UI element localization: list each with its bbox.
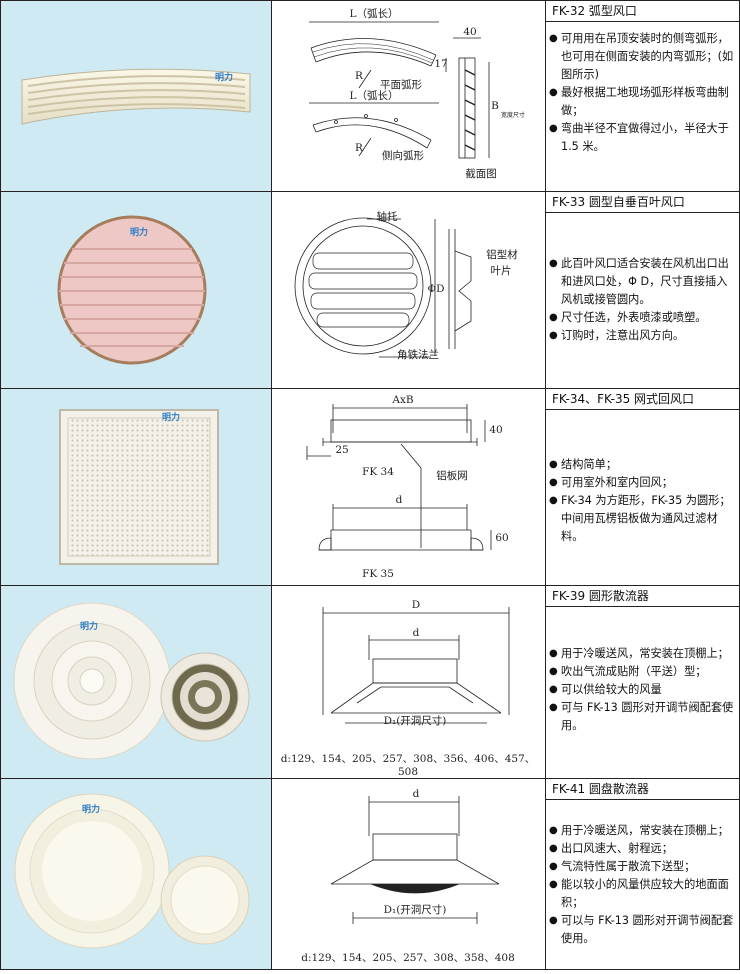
bullet-list: 可用用在吊顶安装时的侧弯弧形，也可用在侧面安装的内弯弧形；(如图所示) 最好根据… [549, 30, 737, 156]
bullet-item: 订购时，注意出风方向。 [549, 327, 737, 345]
bullet-list: 用于冷暖送风，常安装在顶棚上； 吹出气流成贴附（平送）型； 可以供给较大的风量 … [549, 645, 737, 735]
bullet-item: 可用室外和室内回风； [549, 474, 737, 492]
brand-logo: 明力 [80, 622, 99, 632]
product-title: FK-34、FK-35 网式回风口 [545, 388, 740, 410]
product-title: FK-33 圆型自垂百叶风口 [545, 191, 740, 213]
description-fk34-35: FK-34、FK-35 网式回风口 结构简单； 可用室外和室内回风； FK-34… [545, 388, 740, 585]
description-fk39: FK-39 圆形散流器 用于冷暖送风，常安装在顶棚上； 吹出气流成贴附（平送）型… [545, 585, 740, 778]
product-title: FK-39 圆形散流器 [545, 585, 740, 607]
label-blade: 叶片 [490, 265, 512, 277]
product-title: FK-41 圆盘散流器 [545, 778, 740, 800]
round-diffuser-drawing [322, 607, 510, 724]
brand-logo: 明力 [215, 73, 234, 83]
label-fk34: FK 34 [362, 466, 394, 478]
bullet-item: 弯曲半径不宜做得过小，半径大于 1.5 米。 [549, 120, 737, 156]
mesh-grille-drawing [306, 404, 492, 551]
label-axb: AxB [392, 394, 414, 406]
label-d: d [412, 788, 420, 800]
label-dim-40: 40 [463, 26, 477, 38]
technical-drawing-fk39: D d D₁(开洞尺寸) d:129、154、205、257、308、356、4… [271, 585, 545, 778]
product-photo-fk39: 明力 [0, 585, 271, 778]
disc-diffuser-drawing [330, 796, 500, 924]
label-side-arc: 侧向弧形 [382, 150, 424, 162]
bullet-list: 用于冷暖送风，常安装在顶棚上； 出口风速大、射程远； 气流特性属于散流下送型； … [549, 822, 737, 948]
bullet-item: 用于冷暖送风，常安装在顶棚上； [549, 822, 737, 840]
bullet-item: 用于冷暖送风，常安装在顶棚上； [549, 645, 737, 663]
label-b-note: 宽度尺寸 [500, 112, 525, 119]
bullet-item: 能以较小的风量供应较大的地面面积； [549, 876, 737, 912]
bullet-item: FK-34 为方距形，FK-35 为圆形；中间用瓦楞铝板做为通风过滤材料。 [549, 492, 737, 546]
label-dim-60: 60 [495, 532, 509, 544]
bullet-item: 尺寸任选，外表喷漆或喷塑。 [549, 309, 737, 327]
product-photo-fk34: 明力 [0, 388, 271, 585]
product-row-fk41: 明力 d D₁(开洞尺寸) d:129、154、205、257、308、358、… [0, 778, 740, 970]
bullet-item: 出口风速大、射程远； [549, 840, 737, 858]
description-fk33: FK-33 圆型自垂百叶风口 此百叶风口适合安装在风机出口出和进风口处，Φ D，… [545, 191, 740, 388]
product-photo-fk32: 明力 [0, 0, 271, 191]
label-d1: D₁(开洞尺寸) [383, 904, 447, 916]
label-d: d [395, 494, 403, 506]
bullet-item: 气流特性属于散流下送型； [549, 858, 737, 876]
brand-logo: 明力 [82, 805, 101, 815]
product-title: FK-32 弧型风口 [545, 0, 740, 22]
label-d1: D₁(开洞尺寸) [383, 715, 447, 727]
size-list: d:129、154、205、257、308、358、408 [301, 952, 515, 964]
bullet-list: 结构简单； 可用室外和室内回风； FK-34 为方距形，FK-35 为圆形；中间… [549, 456, 737, 546]
label-angle-flange: 角铁法兰 [397, 349, 439, 361]
technical-drawing-fk33: 轴托 铝型材 叶片 ΦD 角铁法兰 [271, 191, 545, 388]
description-fk32: FK-32 弧型风口 可用用在吊顶安装时的侧弯弧形，也可用在侧面安装的内弯弧形；… [545, 0, 740, 191]
bullet-item: 结构简单； [549, 456, 737, 474]
description-fk41: FK-41 圆盘散流器 用于冷暖送风，常安装在顶棚上； 出口风速大、射程远； 气… [545, 778, 740, 970]
bullet-item: 可以与 FK-13 圆形对开调节阀配套使用。 [549, 912, 737, 948]
bullet-list: 此百叶风口适合安装在风机出口出和进风口处，Φ D，尺寸直接插入风机或接管圆内。 … [549, 255, 737, 345]
label-section: 截面图 [465, 168, 497, 180]
product-photo-fk41: 明力 [0, 778, 271, 970]
technical-drawing-fk34-35: AxB 40 25 FK 34 铝板网 d 60 FK 35 [271, 388, 545, 585]
label-aluminum-profile: 铝型材 [486, 249, 518, 261]
bullet-item: 可用用在吊顶安装时的侧弯弧形，也可用在侧面安装的内弯弧形；(如图所示) [549, 30, 737, 84]
label-dim-17: 17 [434, 58, 448, 70]
label-dim-40: 40 [489, 424, 503, 436]
product-row-fk39: 明力 D d D₁(开洞尺寸) d:129、154、205、257、308、35… [0, 585, 740, 778]
arc-grille-photo [21, 68, 251, 125]
brand-logo: 明力 [130, 228, 149, 238]
size-list: d:129、154、205、257、308、356、406、457、508 [280, 753, 536, 778]
product-row-fk33: 明力 轴托 铝型材 叶片 [0, 191, 740, 388]
label-arc-length-bottom: L（弧长） [349, 90, 399, 102]
label-dim-25: 25 [335, 444, 349, 456]
label-diameter: ΦD [427, 283, 445, 295]
bullet-item: 可与 FK-13 圆形对开调节阀配套使用。 [549, 699, 737, 735]
round-louver-photo [57, 215, 207, 365]
product-photo-fk33: 明力 [0, 191, 271, 388]
bullet-item: 此百叶风口适合安装在风机出口出和进风口处，Φ D，尺寸直接插入风机或接管圆内。 [549, 255, 737, 309]
round-diffuser-photo [13, 602, 250, 760]
bullet-item: 可以供给较大的风量 [549, 681, 737, 699]
bullet-item: 吹出气流成贴附（平送）型； [549, 663, 737, 681]
label-pivot: 轴托 [376, 211, 398, 223]
label-fk35: FK 35 [362, 568, 394, 580]
technical-drawing-fk41: d D₁(开洞尺寸) d:129、154、205、257、308、358、408 [271, 778, 545, 970]
label-arc-length-top: L（弧长） [349, 8, 399, 20]
label-D: D [411, 599, 421, 611]
product-row-fk32: 明力 [0, 0, 740, 191]
label-d: d [412, 627, 420, 639]
bullet-item: 最好根据工地现场弧形样板弯曲制做； [549, 84, 737, 120]
product-row-fk34-35: 明力 [0, 388, 740, 585]
brand-logo: 明力 [162, 413, 181, 423]
disc-diffuser-photo [14, 793, 250, 949]
label-mesh: 铝板网 [436, 470, 468, 482]
technical-drawing-fk32: L（弧长） R 平面弧形 L（弧长） R 侧向弧形 40 17 B 宽度尺寸 截… [271, 0, 545, 191]
mesh-grille-photo [59, 409, 219, 565]
